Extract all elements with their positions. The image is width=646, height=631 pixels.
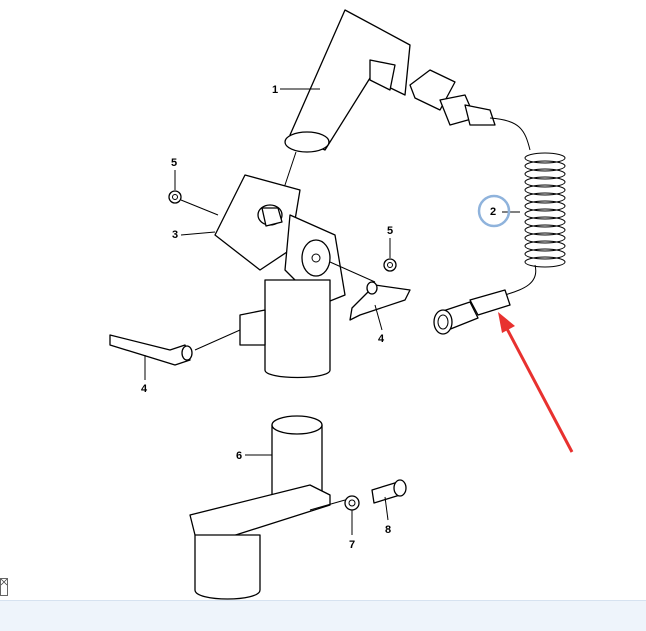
label-1: 1 (272, 84, 278, 96)
coil-loop (524, 216, 566, 228)
part-6-cylinder (245, 415, 323, 504)
label-5-right: 5 (387, 225, 393, 237)
label-4-left: 4 (141, 383, 148, 395)
part-4-handle-right (349, 281, 411, 331)
broken-image-icon (0, 578, 8, 596)
footer-bar (0, 600, 646, 631)
coil-loop (524, 160, 566, 172)
part-5-nut-right (383, 238, 397, 272)
label-4-right: 4 (378, 333, 385, 345)
part-2-coiled-cable (433, 152, 566, 335)
base-plate (189, 484, 346, 600)
label-3: 3 (172, 229, 178, 241)
coil-loop (524, 240, 566, 252)
connector-plug (409, 69, 531, 151)
label-8: 8 (385, 524, 391, 536)
column-body (194, 279, 331, 379)
coil-loop (524, 200, 566, 212)
part-7-nut (344, 495, 360, 535)
label-7: 7 (349, 539, 355, 551)
part-1-housing (279, 9, 411, 201)
coil-loop (524, 256, 566, 268)
coil-loop (524, 184, 566, 196)
coil-loop (524, 176, 566, 188)
part-8-bolt (371, 479, 407, 521)
highlight-circle (477, 194, 511, 228)
part-5-nut-left (168, 170, 219, 216)
coil-loop (524, 152, 566, 164)
red-arrow (498, 312, 574, 453)
coil-loop (524, 248, 566, 260)
coil-loop (524, 192, 566, 204)
coil-loop (524, 208, 566, 220)
coil-loop (524, 168, 566, 180)
label-2: 2 (490, 206, 496, 218)
coil-loop (524, 224, 566, 236)
coil-loop (524, 232, 566, 244)
label-6: 6 (236, 450, 242, 462)
label-5-left: 5 (171, 157, 177, 169)
part-4-handle-left (109, 334, 193, 380)
